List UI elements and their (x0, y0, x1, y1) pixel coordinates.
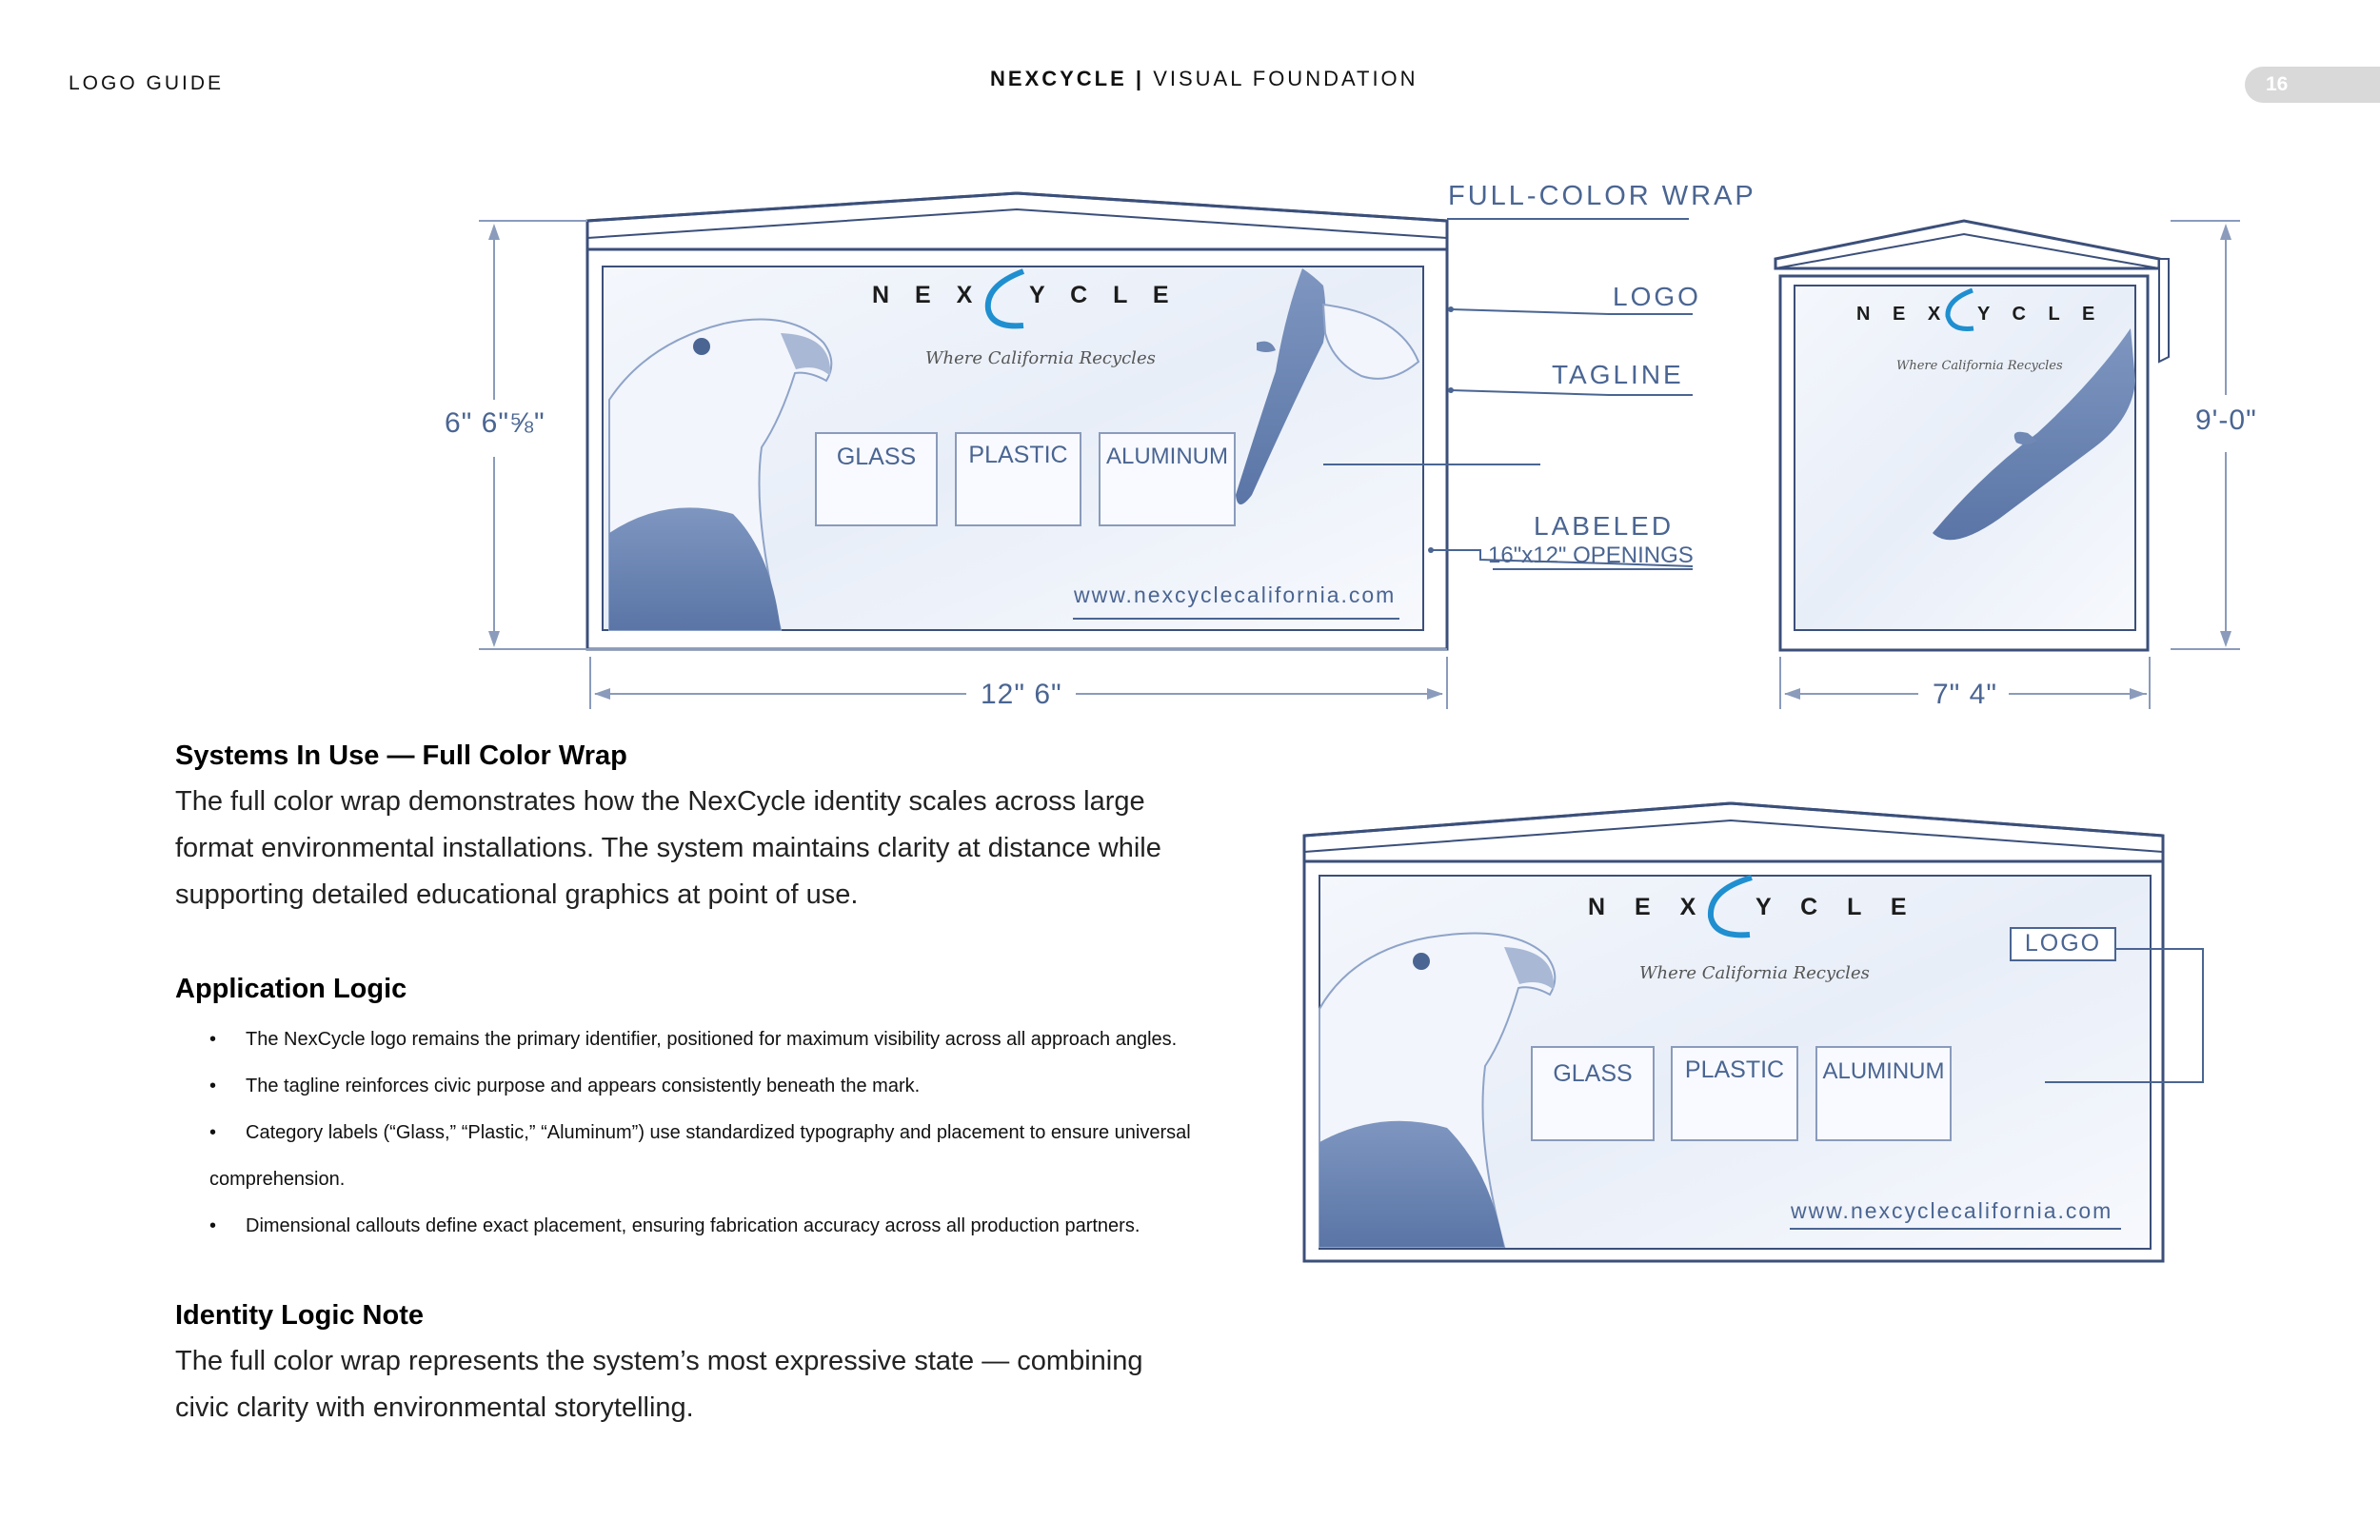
render-tagline: Where California Recycles (1639, 963, 1870, 983)
nexcycle-swoosh-side-icon (1945, 287, 1974, 331)
callout-logo-label: LOGO (1613, 282, 1701, 311)
eagle-flying-side-illustration (1933, 328, 2135, 541)
render-logo-callout-label: LOGO (2024, 930, 2102, 957)
identity-logic-heading: Identity Logic Note (175, 1300, 424, 1331)
dimension-height-side: 9'-0" (2195, 405, 2257, 436)
front-logo-text-left: N E X (872, 282, 982, 308)
eagle-flying-illustration (1236, 268, 1420, 504)
front-tagline: Where California Recycles (925, 348, 1156, 368)
document-subtitle: VISUAL FOUNDATION (1153, 67, 1418, 90)
application-logic-heading: Application Logic (175, 974, 407, 1004)
opening-aluminum-render (1815, 1046, 1952, 1141)
render-logo-callout-box (2010, 927, 2116, 961)
dimension-height-front: 6" 6"⅝" (445, 407, 545, 439)
list-item: •The NexCycle logo remains the primary i… (209, 1029, 1178, 1050)
page-number: 16 (2266, 73, 2289, 95)
side-logo-text-right: Y C L E (1977, 304, 2104, 325)
front-logo-text-right: Y C L E (1029, 282, 1179, 308)
systems-in-use-heading: Systems In Use — Full Color Wrap (175, 740, 627, 771)
eagle-head-illustration (608, 318, 833, 631)
render-logo-text-left: N E X (1588, 894, 1708, 920)
front-bin-glass-label: GLASS (836, 444, 917, 470)
front-bin-aluminum-label: ALUMINUM (1105, 444, 1228, 469)
opening-plastic-render (1671, 1046, 1798, 1141)
opening-glass-front (815, 432, 938, 526)
side-elevation (1774, 219, 2170, 652)
opening-aluminum-front (1099, 432, 1236, 526)
page-number-tab: 16 (2245, 67, 2380, 103)
callout-labeled-label: LABELED (1534, 511, 1675, 541)
callout-openings-label: 16"x12" OPENINGS (1488, 543, 1694, 568)
front-url: www.nexcyclecalifornia.com (1074, 582, 1397, 607)
render-bin-plastic-label: PLASTIC (1684, 1056, 1785, 1083)
document-title: NEXCYCLE | VISUAL FOUNDATION (990, 67, 1418, 91)
eagle-head-render-illustration (1319, 932, 1557, 1248)
section-label: LOGO GUIDE (69, 72, 225, 94)
render-bin-aluminum-label: ALUMINUM (1822, 1058, 1945, 1084)
dimension-width-side: 7" 4" (1933, 679, 1998, 710)
title-separator: | (1135, 67, 1145, 90)
list-item: •Category labels (“Glass,” “Plastic,” “A… (209, 1122, 1191, 1143)
list-item-continuation: comprehension. (209, 1169, 346, 1190)
dimension-width-front: 12" 6" (981, 679, 1062, 710)
callout-tagline-label: TAGLINE (1552, 360, 1684, 389)
nexcycle-swoosh-render-icon (1707, 875, 1753, 938)
render-url: www.nexcyclecalifornia.com (1791, 1198, 2113, 1223)
list-item: •The tagline reinforces civic purpose an… (209, 1076, 921, 1096)
identity-logic-body: The full color wrap represents the syste… (175, 1346, 1143, 1423)
render-bin-glass-label: GLASS (1553, 1060, 1633, 1087)
side-tagline: Where California Recycles (1896, 359, 2063, 373)
brand-name: NEXCYCLE (990, 67, 1127, 90)
front-bin-plastic-label: PLASTIC (968, 442, 1068, 468)
side-logo-text-left: N E X (1856, 304, 1950, 325)
opening-glass-render (1531, 1046, 1655, 1141)
render-logo-text-right: Y C L E (1755, 894, 1918, 920)
systems-in-use-body: The full color wrap demonstrates how the… (175, 786, 1161, 910)
opening-plastic-front (955, 432, 1081, 526)
nexcycle-swoosh-icon (984, 268, 1025, 329)
application-logic-list: •The NexCycle logo remains the primary i… (209, 1020, 1285, 1254)
list-item: •Dimensional callouts define exact place… (209, 1215, 1140, 1236)
full-color-wrap-label: FULL-COLOR WRAP (1448, 181, 1756, 211)
